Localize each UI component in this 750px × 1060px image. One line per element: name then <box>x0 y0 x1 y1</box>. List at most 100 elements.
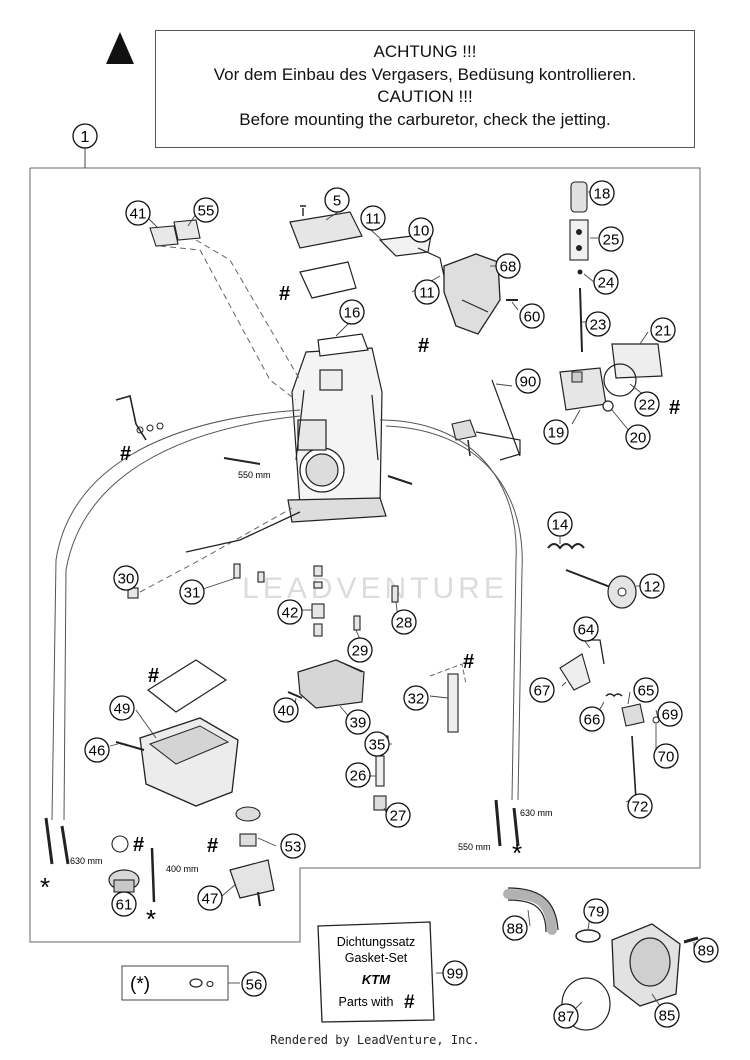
part-callout-69: 69 <box>657 701 683 727</box>
asterisk-marker: * <box>40 872 50 902</box>
hash-marker: # <box>133 834 144 856</box>
part-callout-24: 24 <box>593 269 619 295</box>
part-number: 70 <box>658 749 675 766</box>
hash-marker: # <box>418 335 429 357</box>
hash-marker: # <box>669 397 680 419</box>
asterisk-marker: * <box>512 838 522 868</box>
part-number: 40 <box>278 703 295 720</box>
part-callout-99: 99 <box>442 960 468 986</box>
part-callout-85: 85 <box>654 1002 680 1028</box>
part-number: 11 <box>365 211 381 228</box>
gasket-set-hash: # <box>404 992 415 1013</box>
part-number: 29 <box>352 643 369 660</box>
part-number: 66 <box>584 712 601 729</box>
part-number: 12 <box>644 579 661 596</box>
watermark-text: LEADVENTURE <box>242 572 508 605</box>
part-number: 87 <box>558 1009 575 1026</box>
part-number: 19 <box>548 425 565 442</box>
part-number: 88 <box>507 921 524 938</box>
part-callout-39: 39 <box>345 709 371 735</box>
part-callout-20: 20 <box>625 424 651 450</box>
part-callout-88: 88 <box>502 915 528 941</box>
gasket-set-line1: Dichtungssatz <box>337 935 416 949</box>
gasket-set-line3: Parts with <box>339 995 394 1009</box>
hash-marker: # <box>120 443 131 465</box>
part-number: 23 <box>590 317 607 334</box>
dimension-630-right: 630 mm <box>520 808 553 818</box>
part-callout-70: 70 <box>653 743 679 769</box>
caution-line-de-title: ACHTUNG !!! <box>373 42 477 61</box>
part-number: 64 <box>578 622 595 639</box>
part-callout-65: 65 <box>633 677 659 703</box>
part-number: 18 <box>594 186 611 203</box>
asterisk-legend-text: (*) <box>130 974 150 995</box>
part-callout-68: 68 <box>495 253 521 279</box>
part-callout-35: 35 <box>364 731 390 757</box>
asterisk-marker: * <box>146 904 156 934</box>
part-number: 53 <box>285 839 302 856</box>
part-callout-21: 21 <box>650 317 676 343</box>
part-number: 27 <box>390 808 407 825</box>
carburetor-body <box>287 333 387 523</box>
part-number: 24 <box>598 275 615 292</box>
part-number: 46 <box>89 743 106 760</box>
part-callout-66: 66 <box>579 706 605 732</box>
part-callout-16: 16 <box>339 299 365 325</box>
dimension-400: 400 mm <box>166 864 199 874</box>
part-number: 67 <box>534 683 551 700</box>
part-number: 41 <box>130 206 147 223</box>
part-number: 68 <box>500 259 517 276</box>
part-number: 35 <box>369 737 386 754</box>
caution-line-en-text: Before mounting the carburetor, check th… <box>239 109 611 129</box>
part-callout-18: 18 <box>589 180 615 206</box>
part-number: 79 <box>588 904 605 921</box>
part-number: 55 <box>198 203 215 220</box>
part-number: 25 <box>603 232 620 249</box>
part-callout-25: 25 <box>598 226 624 252</box>
part-callout-67: 67 <box>529 677 555 703</box>
dimension-630-left: 630 mm <box>70 856 103 866</box>
part-number: 60 <box>524 309 541 326</box>
part-callout-40: 40 <box>273 697 299 723</box>
part-callout-31: 31 <box>179 579 205 605</box>
caution-line-en-title: CAUTION !!! <box>377 87 473 106</box>
part-callout-41: 41 <box>125 200 151 226</box>
part-number: 11 <box>419 285 435 302</box>
part-callout-47: 47 <box>197 885 223 911</box>
caution-box: ACHTUNG !!! Vor dem Einbau des Vergasers… <box>155 30 695 148</box>
part-number: 21 <box>655 323 672 340</box>
part-callout-29: 29 <box>347 637 373 663</box>
part-callout-28: 28 <box>391 609 417 635</box>
part-number: 39 <box>350 715 367 732</box>
part-number: 69 <box>662 707 679 724</box>
assembly-outline <box>29 167 701 943</box>
part-callout-19: 19 <box>543 419 569 445</box>
part-number: 10 <box>413 223 430 240</box>
ktm-logo: KTM <box>362 972 391 987</box>
part-number: 42 <box>282 605 299 622</box>
part-callout-79: 79 <box>583 898 609 924</box>
part-callout-53: 53 <box>280 833 306 859</box>
part-number: 65 <box>638 683 655 700</box>
part-number: 90 <box>520 374 537 391</box>
part-callout-56: 56 <box>241 971 267 997</box>
caution-line-de-text: Vor dem Einbau des Vergasers, Bedüsung k… <box>213 64 637 84</box>
warning-triangle-icon <box>106 32 134 64</box>
gasket-set-line2: Gasket-Set <box>345 951 408 965</box>
part-callout-30: 30 <box>113 565 139 591</box>
hash-marker: # <box>279 283 290 305</box>
part-number: 56 <box>246 977 263 994</box>
part-number: 28 <box>396 615 413 632</box>
part-number: 49 <box>114 701 131 718</box>
part-callout-55: 55 <box>193 197 219 223</box>
part-number: 99 <box>447 966 464 983</box>
assembly-callout-1: 1 <box>72 123 98 149</box>
part-callout-42: 42 <box>277 599 303 625</box>
dimension-550-top: 550 mm <box>238 470 271 480</box>
part-callout-32: 32 <box>403 685 429 711</box>
part-callout-49: 49 <box>109 695 135 721</box>
part-number: 47 <box>202 891 219 908</box>
part-callout-26: 26 <box>345 762 371 788</box>
